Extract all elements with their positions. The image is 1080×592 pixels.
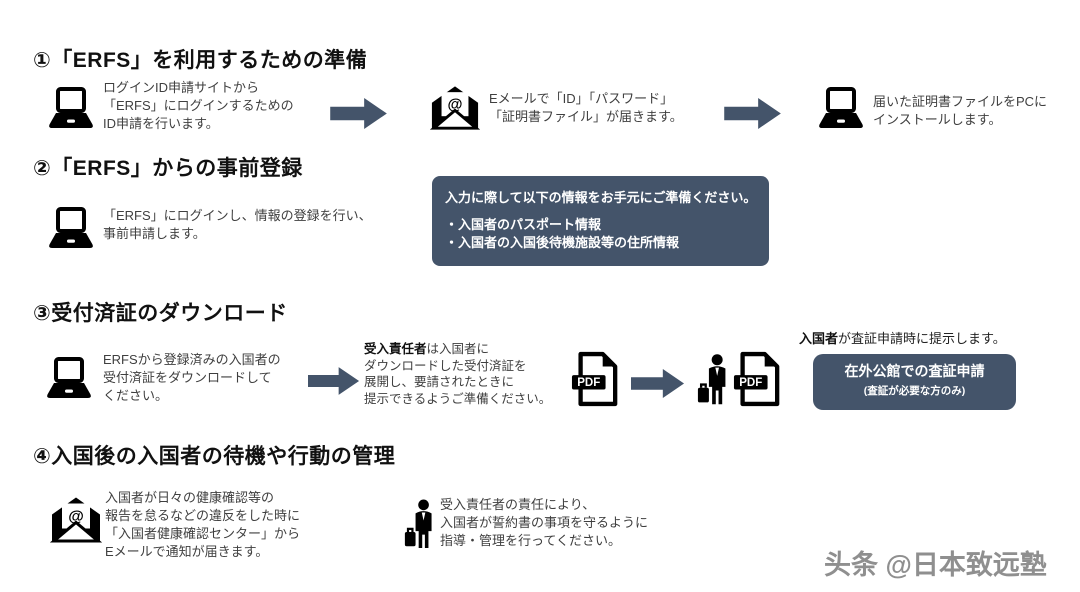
visa-note-text: 入国者が査証申請時に提示します。	[799, 328, 1006, 347]
section2-title: ②「ERFS」からの事前登録	[33, 157, 303, 180]
email-at-envelope-icon	[430, 85, 480, 132]
arrow-right-icon	[330, 97, 388, 130]
business-traveler-icon	[404, 497, 436, 551]
laptop-icon	[44, 356, 94, 402]
section2-step1-text: 「ERFS」にログインし、情報の登録を行い、 事前申請します。	[103, 208, 372, 241]
pdf-file-icon	[571, 351, 619, 407]
email-at-envelope-icon	[50, 496, 102, 545]
section3-step2-rest: は入国者に ダウンロードした受付済証を 展開し、要請されたときに 提示できるよう…	[364, 342, 552, 406]
section3-step1-text: ERFSから登録済みの入国者の 受付済証をダウンロードして ください。	[103, 352, 281, 403]
visa-application-box: 在外公館での査証申請 (査証が必要な方のみ)	[813, 354, 1016, 410]
visa-box-line1: 在外公館での査証申請	[844, 363, 985, 379]
visa-note-lead: 入国者	[799, 331, 839, 346]
business-traveler-icon	[697, 352, 730, 407]
arrow-right-icon	[631, 368, 685, 399]
section3-step2-text: 受入責任者は入国者に ダウンロードした受付済証を 展開し、要請されたときに 提示…	[364, 341, 572, 407]
info-box-items: ・入国者のパスポート情報 ・入国者の入国後待機施設等の住所情報	[445, 217, 680, 251]
visa-note-rest: が査証申請時に提示します。	[838, 331, 1006, 346]
pdf-file-icon	[733, 351, 781, 407]
section1-step3-text: 届いた証明書ファイルをPCに インストールします。	[873, 94, 1048, 127]
visa-box-line2: (査証が必要な方のみ)	[863, 384, 966, 397]
section4-step2-text: 受入責任者の責任により、 入国者が誓約書の事項を守るように 指導・管理を行ってく…	[440, 497, 649, 548]
preparation-info-box: 入力に際して以下の情報をお手元にご準備ください。 ・入国者のパスポート情報 ・入…	[432, 176, 769, 266]
section3-title: ③受付済証のダウンロード	[33, 302, 288, 325]
section4-title: ④入国後の入国者の待機や行動の管理	[33, 445, 396, 468]
arrow-right-icon	[308, 366, 360, 396]
laptop-icon	[816, 86, 866, 132]
section1-title: ①「ERFS」を利用するための準備	[33, 49, 368, 72]
section1-step2-text: Eメールで「ID」「パスワード」 「証明書ファイル」が届きます。	[489, 91, 683, 124]
arrow-right-icon	[724, 97, 782, 130]
info-box-heading: 入力に際して以下の情報をお手元にご準備ください。	[445, 190, 757, 205]
section4-step1-text: 入国者が日々の健康確認等の 報告を怠るなどの違反をした時に 「入国者健康確認セン…	[105, 490, 301, 559]
laptop-icon	[46, 86, 96, 132]
watermark-text: 头条 @日本致远塾	[824, 550, 1047, 580]
section1-step1-text: ログインID申請サイトから 「ERFS」にログインするための ID申請を行います…	[103, 80, 294, 131]
laptop-icon	[46, 206, 96, 252]
section3-step2-lead: 受入責任者	[364, 342, 427, 356]
